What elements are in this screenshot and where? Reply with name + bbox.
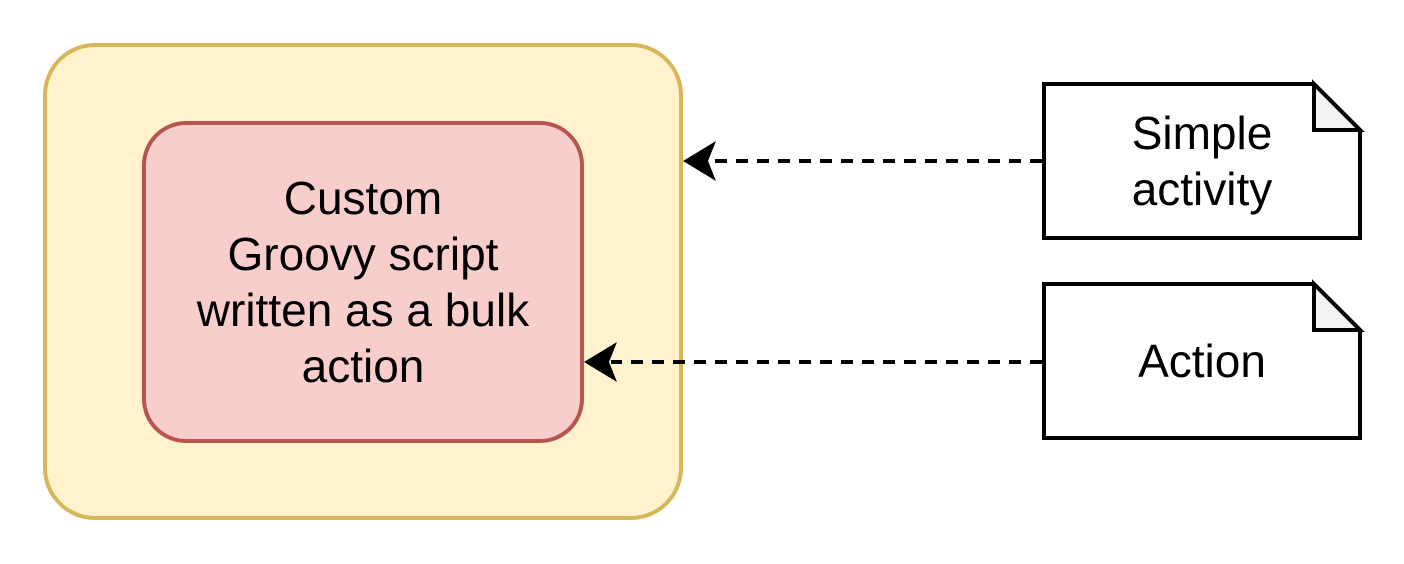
- groovy-script-node: Custom Groovy script written as a bulk a…: [142, 121, 584, 443]
- note-shape-icon: [1042, 279, 1365, 440]
- groovy-script-label: Custom Groovy script written as a bulk a…: [196, 172, 530, 392]
- note-shape-icon: [1042, 79, 1365, 240]
- note-simple-activity-label: Simple activity: [1131, 107, 1273, 215]
- note-action: Action: [1042, 279, 1365, 440]
- note-action-label: Action: [1138, 335, 1266, 387]
- arrow-simple-activity-to-container: [683, 141, 1042, 181]
- note-simple-activity: Simple activity: [1042, 79, 1365, 240]
